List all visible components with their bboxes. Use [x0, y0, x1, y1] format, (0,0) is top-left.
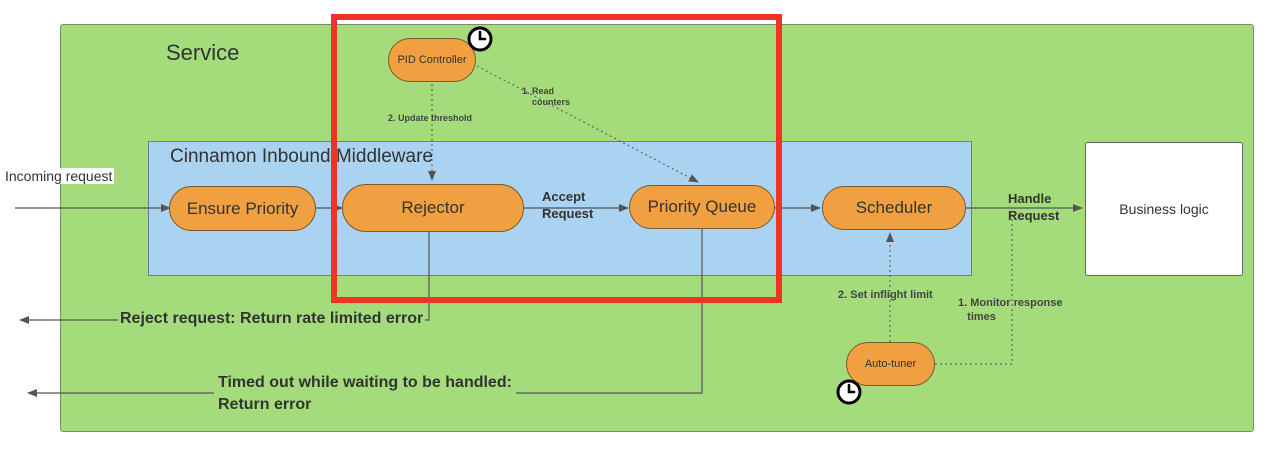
pid-controller-label: PID Controller — [397, 54, 467, 66]
timed-out-label: Timed out while waiting to be handled: R… — [214, 372, 516, 416]
business-logic-label: Business logic — [1119, 201, 1209, 217]
node-scheduler: Scheduler — [822, 186, 966, 230]
node-priority-queue: Priority Queue — [629, 185, 775, 229]
clock-icon — [467, 26, 493, 52]
edge-monitor — [935, 212, 1013, 365]
update-threshold-label: 2. Update threshold — [388, 113, 473, 123]
business-logic-box: Business logic — [1085, 142, 1243, 276]
clock-icon — [836, 379, 862, 405]
monitor-response-label: 1. Monitor response times — [958, 297, 1063, 323]
middleware-title: Cinnamon Inbound Middleware — [170, 146, 433, 167]
node-ensure-priority: Ensure Priority — [169, 186, 316, 231]
handle-request-label: Handle Request — [1008, 191, 1060, 223]
auto-tuner-label: Auto-tuner — [864, 358, 917, 370]
reject-request-label: Reject request: Return rate limited erro… — [118, 310, 426, 328]
service-title: Service — [166, 40, 240, 65]
ensure-priority-label: Ensure Priority — [186, 198, 299, 218]
scheduler-label: Scheduler — [855, 198, 933, 217]
highlight-box — [331, 14, 782, 303]
priority-queue-label: Priority Queue — [647, 197, 757, 216]
set-inflight-limit-label: 2. Set inflight limit — [838, 289, 933, 301]
read-counters-label: 1. Read counters — [522, 86, 571, 107]
accept-request-label: Accept Request — [542, 189, 594, 221]
node-auto-tuner: Auto-tuner — [846, 342, 935, 386]
node-rejector: Rejector — [342, 184, 524, 232]
node-pid-controller: PID Controller — [388, 38, 476, 82]
incoming-request-label: Incoming request — [5, 168, 115, 184]
edge-read-counters — [476, 65, 699, 183]
rejector-label: Rejector — [401, 198, 465, 217]
